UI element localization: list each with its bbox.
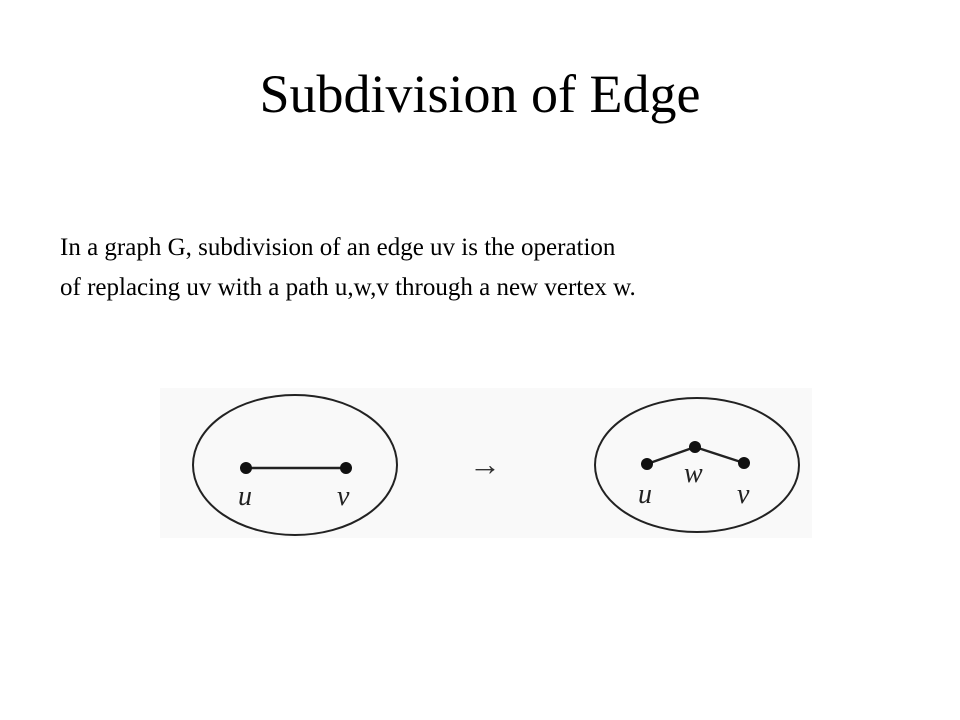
label-v-after: v bbox=[737, 479, 750, 510]
label-w-after: w bbox=[684, 458, 703, 489]
vertex-v-before bbox=[340, 462, 352, 474]
edge-uw bbox=[646, 445, 696, 466]
slide-title: Subdivision of Edge bbox=[259, 64, 701, 124]
graph-after-boundary bbox=[594, 397, 800, 533]
graph-before: u v bbox=[192, 394, 398, 536]
arrow-icon: → bbox=[469, 446, 501, 482]
label-u-after: u bbox=[638, 479, 652, 510]
edge-wv bbox=[694, 445, 745, 465]
graph-after: u w v bbox=[594, 397, 800, 533]
figure-background bbox=[160, 388, 812, 538]
graph-before-boundary bbox=[192, 394, 398, 536]
slide-body-text: In a graph G, subdivision of an edge uv … bbox=[60, 228, 940, 308]
vertex-u-before bbox=[240, 462, 252, 474]
label-v-before: v bbox=[337, 481, 350, 512]
subdivision-diagram: u v → u w v bbox=[160, 388, 812, 538]
body-line-2: of replacing uv with a path u,w,v throug… bbox=[60, 274, 636, 301]
label-u-before: u bbox=[238, 481, 252, 512]
subdivision-figure: u v → u w v bbox=[160, 388, 812, 538]
body-line-1: In a graph G, subdivision of an edge uv … bbox=[60, 234, 616, 261]
vertex-w-after bbox=[689, 441, 701, 453]
vertex-u-after bbox=[641, 458, 653, 470]
vertex-v-after bbox=[738, 457, 750, 469]
